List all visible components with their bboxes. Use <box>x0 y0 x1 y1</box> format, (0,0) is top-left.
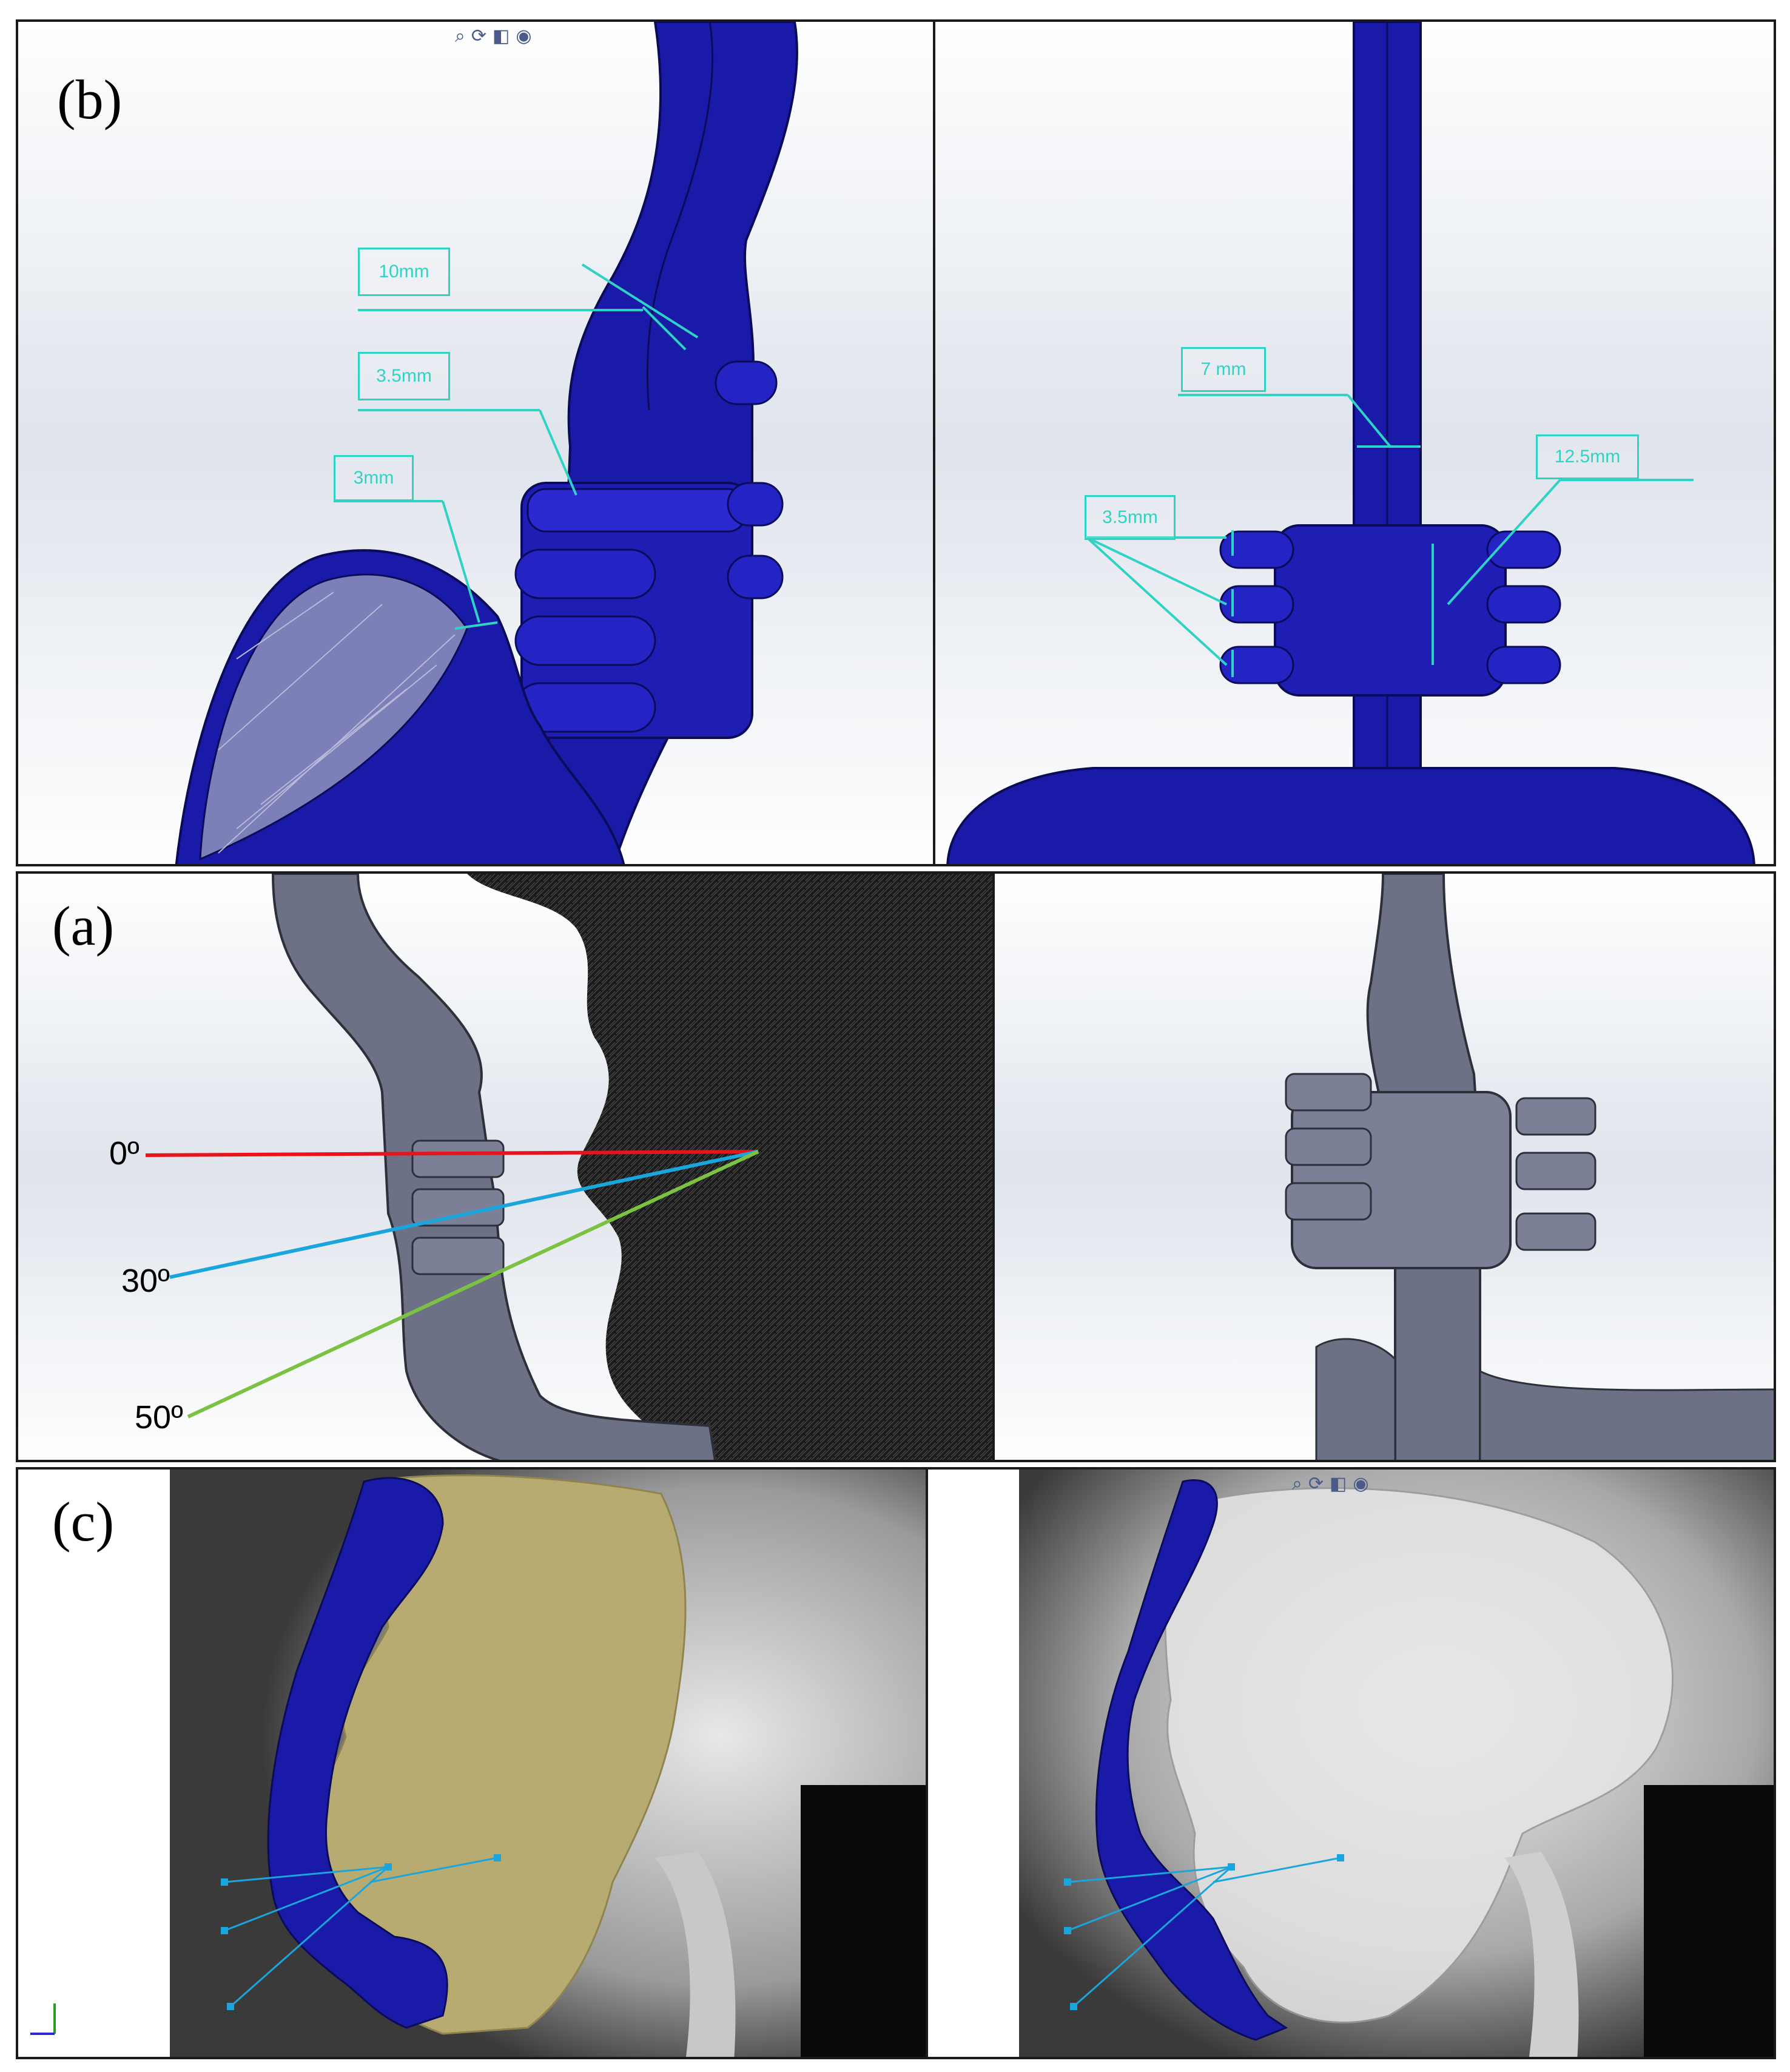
panel-a-left: (a) 0º 30º 50º <box>16 871 998 1462</box>
clip-block <box>520 482 753 739</box>
panel-b-left: ⌕ ⟳ ◧ ◉ (b) 10mm 3.5mm 3mm <box>16 19 938 866</box>
angle-line-0 <box>145 1150 759 1157</box>
panel-c-right: ⌕ ⟳ ◧ ◉ <box>926 1467 1776 2059</box>
clip-grey <box>1291 1091 1512 1269</box>
angle-label-0: 0º <box>109 1135 140 1172</box>
viewport-toolbar[interactable]: ⌕ ⟳ ◧ ◉ <box>455 25 532 47</box>
rotate-icon-c[interactable]: ⟳ <box>1308 1473 1324 1494</box>
panel-c-left: (c) <box>16 1467 932 2059</box>
dim-label-3-5mm-right: 3.5mm <box>1085 495 1176 540</box>
panel-b-left-art <box>18 22 935 864</box>
view-icon[interactable]: ◧ <box>492 25 510 47</box>
clip-front <box>1274 524 1507 697</box>
panel-c-right-art <box>928 1470 1774 2057</box>
angle-label-50: 50º <box>135 1399 183 1436</box>
axis-triad-icon <box>30 2003 56 2035</box>
panel-b-right: 7 mm 12.5mm 3.5mm <box>933 19 1776 866</box>
device-blue-side <box>267 1477 448 2029</box>
panel-label-c: (c) <box>52 1491 115 1553</box>
dim-label-12-5mm: 12.5mm <box>1536 434 1639 479</box>
device-arm-grey <box>271 874 716 1460</box>
display-icon[interactable]: ◉ <box>516 25 532 47</box>
dim-label-7mm: 7 mm <box>1181 347 1266 392</box>
panel-c-left-art <box>18 1470 929 2057</box>
angle-label-30: 30º <box>121 1263 170 1299</box>
zoom-icon-c[interactable]: ⌕ <box>1292 1473 1302 1494</box>
panel-a-right-art <box>995 874 1774 1460</box>
base-plate <box>946 767 1755 864</box>
panel-label-b: (b) <box>57 69 123 130</box>
angle-line-50 <box>187 1150 759 1419</box>
angle-line-30 <box>169 1150 759 1279</box>
zoom-icon[interactable]: ⌕ <box>455 25 465 47</box>
skull-xray <box>1164 1487 1674 2023</box>
dim-label-3mm: 3mm <box>334 455 414 501</box>
face-scan <box>467 874 996 1460</box>
display-icon-c[interactable]: ◉ <box>1353 1473 1369 1494</box>
device-blue-xray <box>1095 1479 1288 2041</box>
panel-a-left-art <box>18 874 996 1460</box>
panel-a-right <box>992 871 1776 1462</box>
panel-label-a: (a) <box>52 895 115 957</box>
base-grey <box>1315 1338 1396 1460</box>
viewport-toolbar-c[interactable]: ⌕ ⟳ ◧ ◉ <box>1292 1473 1369 1494</box>
panel-b-right-art <box>935 22 1774 864</box>
dim-label-3-5mm: 3.5mm <box>358 352 450 400</box>
dim-label-10mm: 10mm <box>358 248 450 296</box>
rotate-icon[interactable]: ⟳ <box>471 25 486 47</box>
view-icon-c[interactable]: ◧ <box>1329 1473 1347 1494</box>
